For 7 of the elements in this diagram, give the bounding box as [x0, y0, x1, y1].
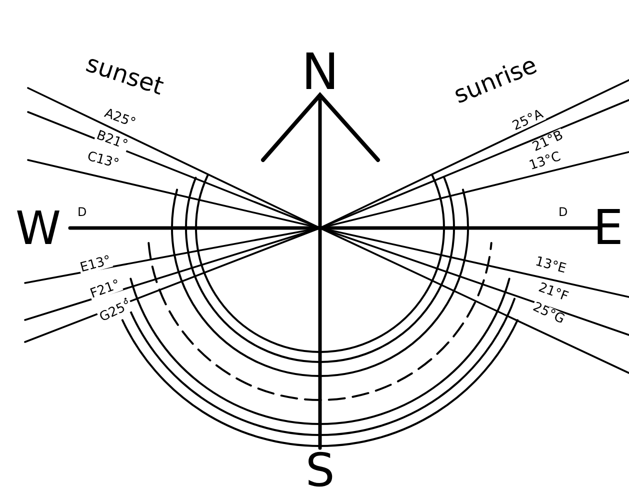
compass-letter: N	[300, 47, 340, 97]
angle-label: E13°	[77, 253, 113, 275]
point-letter: D	[558, 206, 569, 218]
compass-letter: S	[304, 447, 336, 493]
compass-letter: E	[592, 204, 624, 252]
point-letter: D	[76, 206, 88, 218]
compass-letter: W	[14, 205, 62, 251]
